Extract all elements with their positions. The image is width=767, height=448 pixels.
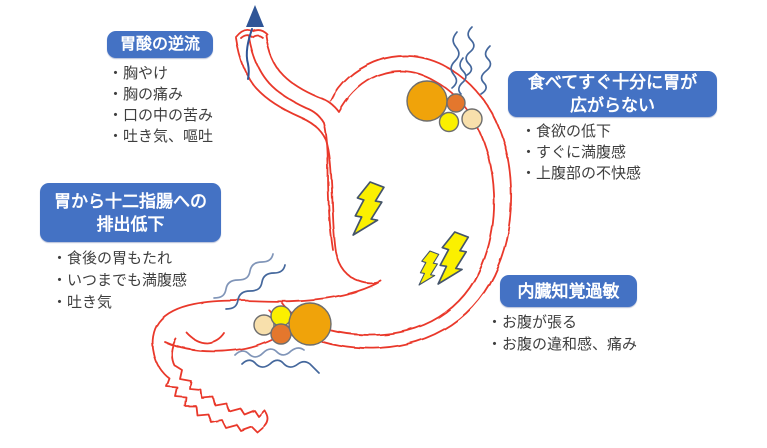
- acid-bubbles-top: [406, 80, 483, 133]
- label-title-line: 広がらない: [570, 96, 655, 115]
- bubble-cream: [461, 108, 483, 130]
- nerve-squiggles: [213, 26, 492, 374]
- squiggle-top-4: [458, 57, 467, 95]
- lightning-bolt-icon: [418, 250, 440, 286]
- label-title-line: 排出低下: [96, 214, 165, 234]
- symptom-item: ・お腹が張る: [487, 314, 578, 331]
- stomach-inner-wall: [265, 34, 496, 336]
- bubble-dark-orange: [270, 323, 292, 345]
- symptom-item: ・いつまでも満腹感: [52, 272, 188, 289]
- acid-reflux-symptoms: ・胸やけ ・胸の痛み ・口の中の苦み ・吐き気、嘔吐: [108, 63, 213, 147]
- symptom-item: ・食欲の低下: [521, 123, 612, 140]
- label-visceral-hypersensitivity: 内臓知覚過敏: [500, 275, 637, 307]
- label-acid-reflux: 胃酸の逆流: [107, 31, 213, 58]
- label-title-line: 胃から十二指腸への: [54, 191, 207, 211]
- squiggle-diagonal-1: [213, 253, 274, 299]
- label-title-line: 胃酸の逆流: [119, 36, 200, 53]
- squiggle-bottom-2: [241, 359, 320, 374]
- lightning-bolt-icon: [352, 181, 385, 236]
- bubble-yellow: [438, 111, 460, 133]
- squiggle-top-2: [465, 26, 475, 76]
- squiggle-diagonal-2: [225, 264, 286, 310]
- squiggle-top-1: [450, 31, 460, 89]
- bubble-large-orange: [406, 80, 448, 122]
- duodenum-end-cap: [263, 409, 269, 427]
- squiggle-top-3: [480, 45, 492, 95]
- symptom-item: ・すぐに満腹感: [521, 144, 627, 161]
- label-poor-gastric-expansion: 食べてすぐ十分に胃が 広がらない: [508, 71, 717, 117]
- symptom-item: ・胸の痛み: [108, 86, 184, 103]
- stomach-outer-wall: [268, 55, 513, 350]
- symptom-item: ・口の中の苦み: [108, 107, 214, 124]
- delayed-emptying-symptoms: ・食後の胃もたれ ・いつまでも満腹感 ・吐き気: [52, 248, 187, 314]
- pylorus-underside-line: [164, 333, 283, 353]
- esophagus-outer-wall-and-duodenum: [151, 37, 382, 433]
- reflux-arrow-shaft: [245, 28, 253, 80]
- lightning-bolt-icon: [437, 231, 470, 285]
- label-title-line: 食べてすぐ十分に胃が: [527, 73, 698, 92]
- bubble-large-orange: [288, 302, 332, 346]
- bubble-dark-orange: [446, 93, 466, 113]
- pylorus-fold-line: [186, 332, 225, 344]
- bubble-yellow: [270, 305, 292, 327]
- visceral-hypersensitivity-symptoms: ・お腹が張る ・お腹の違和感、痛み: [487, 312, 637, 356]
- squiggle-bottom-1: [234, 347, 305, 358]
- poor-expansion-symptoms: ・食欲の低下 ・すぐに満腹感 ・上腹部の不快感: [521, 121, 641, 184]
- reflux-arrow-head-icon: [246, 5, 264, 27]
- duodenum-inner-wall: [170, 338, 265, 417]
- esophagus-middle-wall: [248, 36, 334, 251]
- label-delayed-gastric-emptying: 胃から十二指腸への 排出低下: [40, 183, 221, 242]
- symptom-item: ・食後の胃もたれ: [52, 250, 173, 267]
- reflux-arrow: [245, 5, 264, 80]
- stomach-outline: [151, 28, 513, 433]
- bubble-cream: [253, 314, 275, 336]
- acid-bubbles-bottom: [253, 302, 332, 346]
- pain-bolts: [352, 181, 470, 286]
- symptom-item: ・胸やけ: [108, 65, 169, 82]
- symptom-item: ・吐き気、嘔吐: [108, 128, 214, 145]
- symptom-item: ・上腹部の不快感: [521, 165, 642, 182]
- symptom-item: ・吐き気: [52, 294, 113, 311]
- symptom-item: ・お腹の違和感、痛み: [487, 336, 638, 353]
- label-title-line: 内臓知覚過敏: [517, 281, 620, 301]
